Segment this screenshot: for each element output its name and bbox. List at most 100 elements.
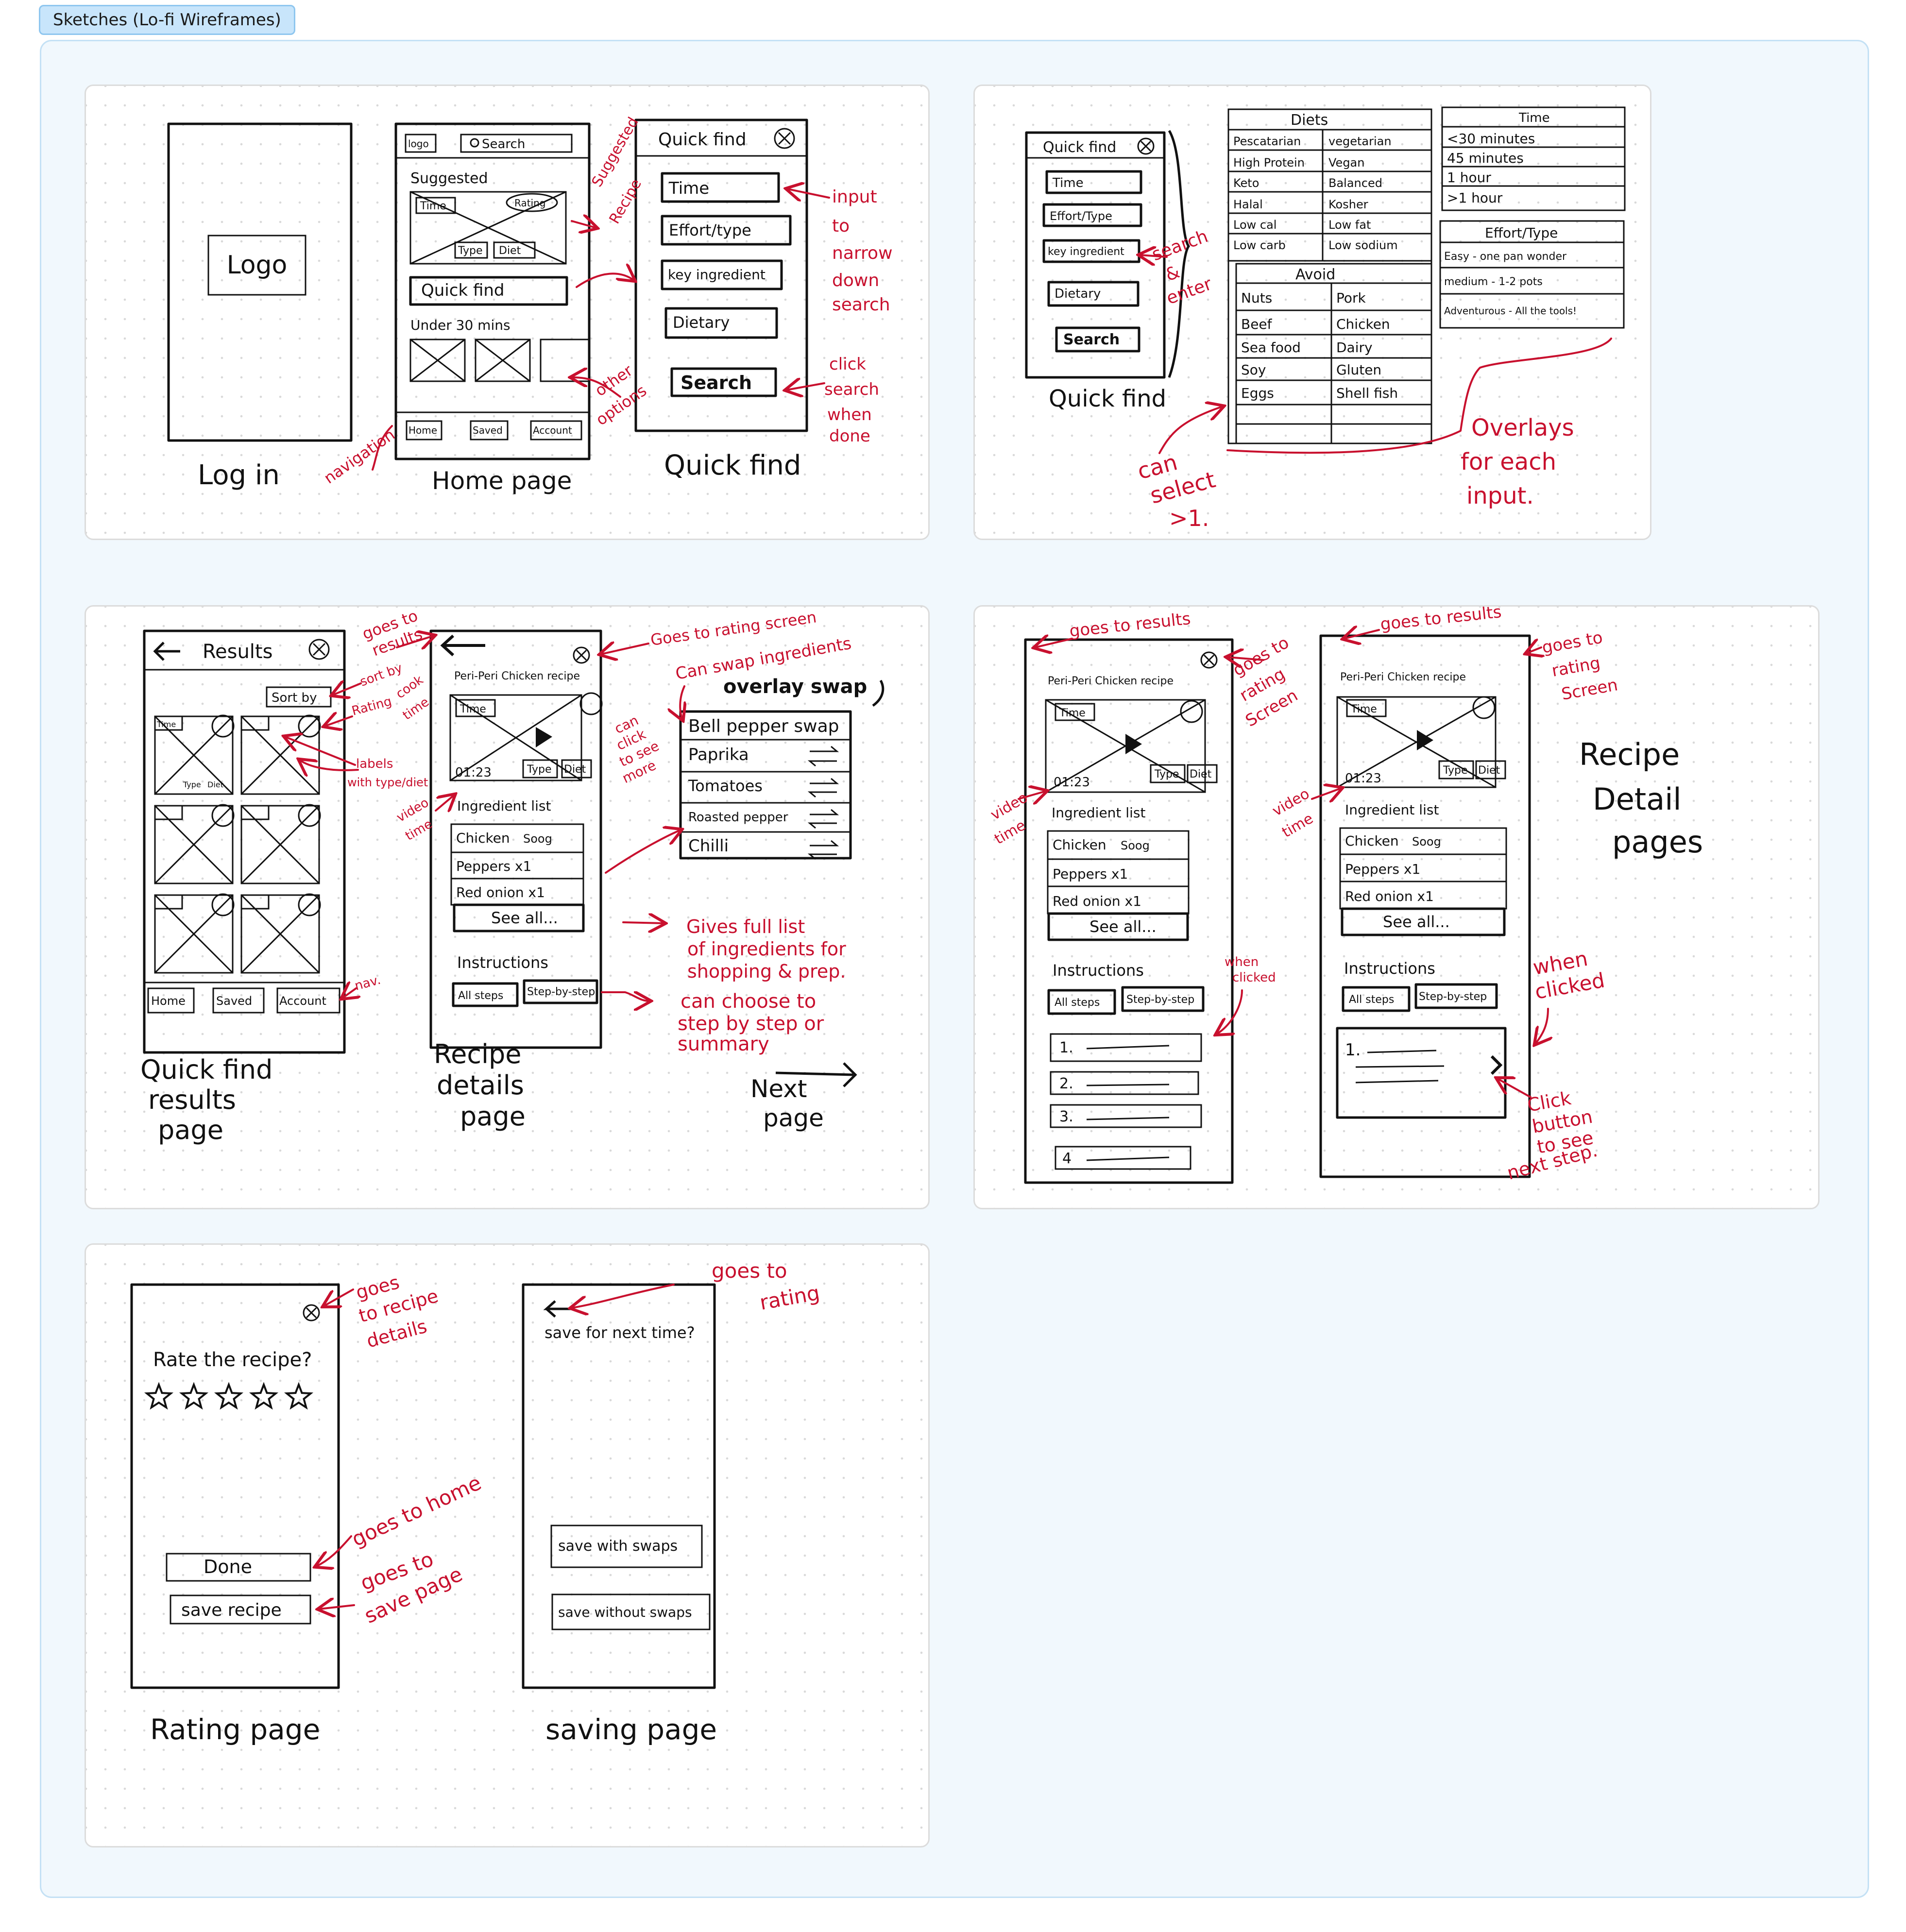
saving-caption: saving page xyxy=(545,1713,717,1746)
home-search: Search xyxy=(482,137,525,152)
note2-foreach: for each xyxy=(1461,448,1556,475)
diet-10: Low carb xyxy=(1233,238,1286,252)
saving-without: save without swaps xyxy=(558,1604,692,1620)
ra-step-2: 2. xyxy=(1059,1075,1073,1092)
avoid-4: Sea food xyxy=(1241,339,1301,356)
note2-input: input. xyxy=(1466,482,1534,509)
rating-star-icon[interactable] xyxy=(284,1382,314,1410)
ra-title: Peri-Peri Chicken recipe xyxy=(1048,675,1174,687)
effort-1: medium - 1-2 pots xyxy=(1444,276,1543,288)
swap-item-3: Chilli xyxy=(688,836,729,856)
rating-caption: Rating page xyxy=(150,1713,320,1746)
time-0: <30 minutes xyxy=(1447,131,1535,147)
qf-overlay-screen: Quick find Time Effort/Type key ingredie… xyxy=(1025,130,1190,412)
n3-choose-3: summary xyxy=(678,1033,769,1055)
rb-see-all: See all... xyxy=(1383,913,1450,931)
recipe-ing2: Peppers x1 xyxy=(456,858,531,874)
note2-amp: & xyxy=(1163,262,1182,285)
n4-results-a: goes to results xyxy=(1069,609,1191,641)
diets-title: Diets xyxy=(1291,112,1328,129)
recipe-step-by-step: Step-by-step xyxy=(527,986,595,998)
qf-key-ingredient: key ingredient xyxy=(668,267,766,283)
rating-star-icon[interactable] xyxy=(214,1382,244,1410)
avoid-9: Shell fish xyxy=(1336,385,1398,401)
home-caption: Home page xyxy=(432,467,572,495)
recipe-ing1: Chicken xyxy=(456,830,510,846)
qf2-caption: Quick find xyxy=(1049,385,1166,412)
home-nav-saved: Saved xyxy=(473,424,503,436)
results-nav-saved: Saved xyxy=(216,994,252,1008)
n4-rating-b-1: goes to xyxy=(1541,628,1604,658)
recipe-see-all: See all... xyxy=(491,909,558,927)
frame-overlays[interactable]: Quick find Time Effort/Type key ingredie… xyxy=(973,85,1651,540)
avoid-0: Nuts xyxy=(1241,290,1272,306)
n4-results-b: goes to results xyxy=(1379,607,1502,634)
n3-goes-rating: Goes to rating screen xyxy=(649,608,817,649)
avoid-table: Avoid Nuts Pork Beef Chicken Sea food Da… xyxy=(1235,263,1432,444)
results-title: Results xyxy=(203,641,272,663)
frame-recipe-detail-pages[interactable]: Peri-Peri Chicken recipe Time Type Diet … xyxy=(973,605,1820,1209)
results-sort: Sort by xyxy=(272,691,317,705)
rb-step-1: 1. xyxy=(1345,1040,1361,1060)
home-screen: logo Search Suggested Time Rating Type D… xyxy=(394,122,591,495)
note2-overlays: Overlays xyxy=(1471,414,1574,441)
qf2-dietary: Dietary xyxy=(1055,287,1101,301)
diet-8: Low cal xyxy=(1233,218,1276,232)
qf2-key-ingredient: key ingredient xyxy=(1048,246,1124,258)
n3-full-3: shopping & prep. xyxy=(687,961,846,982)
effort-table: Effort/Type Easy - one pan wonder medium… xyxy=(1439,220,1625,329)
qf-effort: Effort/type xyxy=(669,221,751,239)
home-under30: Under 30 mins xyxy=(410,317,511,333)
rb-title: Peri-Peri Chicken recipe xyxy=(1340,671,1466,683)
recipe-instructions: Instructions xyxy=(457,953,548,972)
home-quick-find: Quick find xyxy=(421,281,505,300)
avoid-7: Gluten xyxy=(1336,362,1381,378)
note-suggested-2: Recipe xyxy=(606,176,645,227)
recipe-title: Peri-Peri Chicken recipe xyxy=(454,670,580,682)
n3-nav: nav. xyxy=(353,973,382,994)
rb-all-steps: All steps xyxy=(1349,994,1394,1006)
ra-step-3: 3. xyxy=(1059,1108,1073,1125)
rating-screen: Rate the recipe? Done save recipe Rating… xyxy=(130,1283,340,1746)
recipe-b-screen: Peri-Peri Chicken recipe Time Type Diet … xyxy=(1319,634,1531,1178)
n5-rating-1: goes to xyxy=(712,1259,787,1283)
note2-gt1: >1. xyxy=(1169,505,1209,531)
rating-star-icon[interactable] xyxy=(249,1382,279,1410)
qf-caption: Quick find xyxy=(664,450,801,481)
home-suggested: Suggested xyxy=(410,170,488,187)
frame-rating-saving[interactable]: Rate the recipe? Done save recipe Rating… xyxy=(85,1243,930,1847)
recipe-caption-3: page xyxy=(460,1101,526,1132)
diet-7: Kosher xyxy=(1328,198,1368,211)
ra-see-all: See all... xyxy=(1089,917,1157,936)
section-title[interactable]: Sketches (Lo-fi Wireframes) xyxy=(39,5,295,35)
recipe-ing1b: Soog xyxy=(523,832,552,846)
recipe-diet: Diet xyxy=(564,763,586,776)
rating-star-icon[interactable] xyxy=(179,1382,209,1410)
recipe-a-screen: Peri-Peri Chicken recipe Time Type Diet … xyxy=(1024,638,1234,1184)
rating-star-icon[interactable] xyxy=(144,1382,174,1410)
n3-full-1: Gives full list xyxy=(686,916,805,937)
recipe-caption-2: details xyxy=(437,1070,524,1101)
time-2: 1 hour xyxy=(1447,169,1491,186)
qf2-search: Search xyxy=(1063,331,1120,348)
diet-0: Pescatarian xyxy=(1233,135,1301,148)
results-caption-2: results xyxy=(148,1085,236,1115)
login-logo: Logo xyxy=(227,251,288,280)
frame-results-recipe[interactable]: Results Sort by Time Type Diet Home Save… xyxy=(85,605,930,1209)
rb-ingredients-label: Ingredient list xyxy=(1345,802,1439,818)
results-nav-home: Home xyxy=(151,994,186,1008)
note2-search: search xyxy=(1149,226,1210,265)
swap-heading: overlay swap xyxy=(723,676,867,698)
recipe-all-steps: All steps xyxy=(458,990,503,1002)
n3-rating: Rating xyxy=(350,694,393,719)
rating-stars[interactable] xyxy=(144,1382,314,1410)
frame-login-home-quickfind[interactable]: Logo Log in logo Search Suggested Time R… xyxy=(85,85,930,540)
avoid-3: Chicken xyxy=(1336,316,1390,332)
f4-title-3: pages xyxy=(1612,824,1703,860)
ra-ing1b: Soog xyxy=(1121,839,1150,852)
qf-title: Quick find xyxy=(658,130,747,150)
effort-2: Adventurous - All the tools! xyxy=(1444,305,1577,317)
avoid-title: Avoid xyxy=(1295,266,1335,283)
home-logo: logo xyxy=(408,138,429,150)
diet-3: Vegan xyxy=(1328,156,1364,169)
